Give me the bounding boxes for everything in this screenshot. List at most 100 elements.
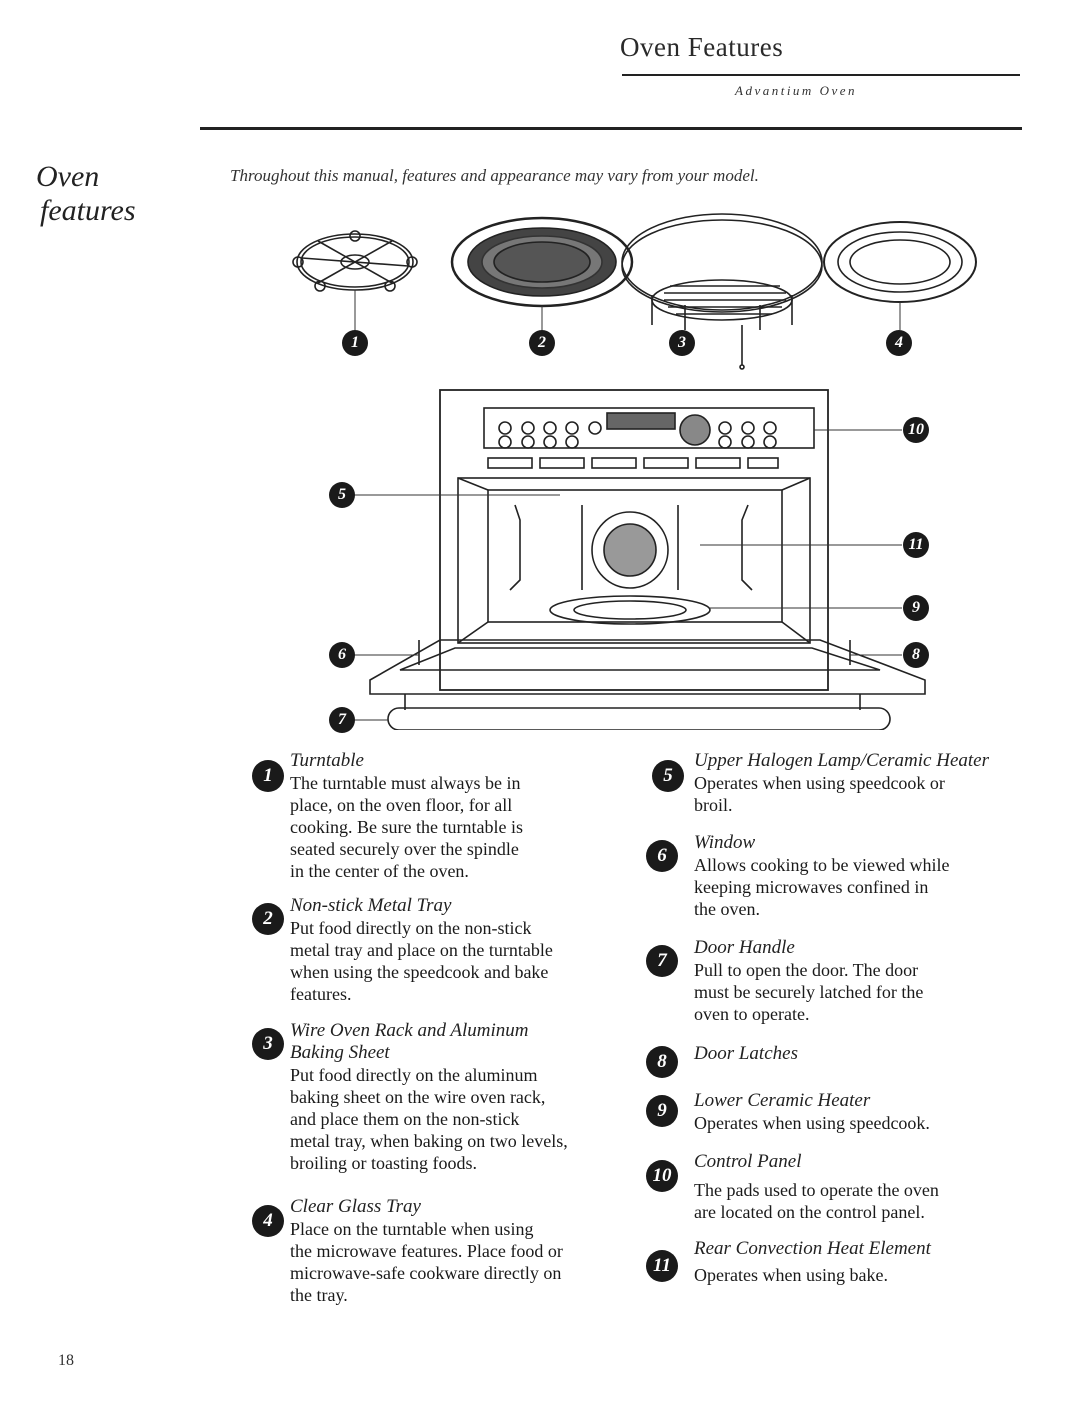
feature-desc: Pull to open the door. The door must be …: [694, 959, 923, 1025]
desc-line: must be securely latched for the: [694, 982, 924, 1002]
feature-name: Wire Oven Rack and Aluminum: [290, 1020, 529, 1041]
turntable-drawing: [292, 230, 418, 292]
metal-tray-drawing: [450, 216, 634, 308]
feature-desc: Operates when using speedcook or broil.: [694, 772, 989, 816]
feature-desc: Operates when using speedcook.: [694, 1112, 930, 1134]
glass-tray-drawing: [823, 221, 977, 303]
feature-badge-5: 5: [652, 760, 684, 792]
feature-name: Rear Convection Heat Element: [694, 1238, 931, 1259]
feature-badge-6: 6: [646, 840, 678, 872]
callout-badge-7: 7: [329, 707, 355, 733]
title-rule: [622, 74, 1020, 76]
feature-name: Clear Glass Tray: [290, 1196, 421, 1217]
desc-line: Operates when using speedcook.: [694, 1113, 930, 1133]
desc-line: the tray.: [290, 1285, 348, 1305]
callout-badge-10: 10: [903, 417, 929, 443]
callout-badge-2: 2: [529, 330, 555, 356]
desc-line: Place on the turntable when using: [290, 1219, 534, 1239]
desc-line: features.: [290, 984, 352, 1004]
page-subtitle: Advantium Oven: [735, 83, 858, 98]
callout-badge-6: 6: [329, 642, 355, 668]
feature-control-panel: Control Panel The pads used to operate t…: [694, 1151, 939, 1223]
wire-rack-drawing: [621, 213, 823, 370]
oven-illustration: [292, 213, 977, 730]
desc-line: Pull to open the door. The door: [694, 960, 919, 980]
desc-line: baking sheet on the wire oven rack,: [290, 1087, 546, 1107]
desc-line: cooking. Be sure the turntable is: [290, 817, 523, 837]
feature-badge-10: 10: [646, 1160, 678, 1192]
desc-line: broiling or toasting foods.: [290, 1153, 477, 1173]
feature-name-line-2: Baking Sheet: [290, 1042, 390, 1063]
callout-badge-8: 8: [903, 642, 929, 668]
callout-badge-4: 4: [886, 330, 912, 356]
feature-desc: The turntable must always be in place, o…: [290, 772, 523, 882]
feature-badge-11: 11: [646, 1250, 678, 1282]
feature-badge-8: 8: [646, 1046, 678, 1078]
callout-badge-5: 5: [329, 482, 355, 508]
feature-desc: Put food directly on the non-stick metal…: [290, 917, 553, 1005]
desc-line: keeping microwaves confined in: [694, 877, 929, 897]
feature-badge-3: 3: [252, 1028, 284, 1060]
feature-desc: Place on the turntable when using the mi…: [290, 1218, 563, 1306]
feature-name: Door Handle: [694, 937, 795, 958]
feature-name: Upper Halogen Lamp/Ceramic Heater: [694, 750, 989, 771]
callout-badge-9: 9: [903, 595, 929, 621]
desc-line: Put food directly on the non-stick: [290, 918, 532, 938]
feature-name: Window: [694, 832, 756, 853]
desc-line: metal tray and place on the turntable: [290, 940, 553, 960]
feature-badge-1: 1: [252, 760, 284, 792]
desc-line: when using the speedcook and bake: [290, 962, 549, 982]
feature-name: Lower Ceramic Heater: [694, 1090, 871, 1111]
desc-line: place, on the oven floor, for all: [290, 795, 513, 815]
desc-line: broil.: [694, 795, 733, 815]
page-number: 18: [58, 1352, 74, 1369]
callout-badge-3: 3: [669, 330, 695, 356]
feature-name: Control Panel: [694, 1151, 802, 1172]
desc-line: Operates when using bake.: [694, 1265, 888, 1285]
desc-line: metal tray, when baking on two levels,: [290, 1131, 568, 1151]
feature-name: Door Latches: [694, 1043, 798, 1064]
feature-wire-rack: Wire Oven Rack and Aluminum Baking Sheet…: [290, 1020, 568, 1174]
desc-line: Put food directly on the aluminum: [290, 1065, 538, 1085]
feature-upper-heater: Upper Halogen Lamp/Ceramic Heater Operat…: [694, 750, 989, 816]
feature-desc: Operates when using bake.: [694, 1264, 931, 1286]
feature-desc: Allows cooking to be viewed while keepin…: [694, 854, 949, 920]
feature-window: Window Allows cooking to be viewed while…: [694, 832, 949, 920]
section-heading-line-1: Oven: [36, 160, 100, 193]
feature-metal-tray: Non-stick Metal Tray Put food directly o…: [290, 895, 553, 1005]
feature-badge-2: 2: [252, 903, 284, 935]
intro-note: Throughout this manual, features and app…: [230, 166, 759, 185]
feature-turntable: Turntable The turntable must always be i…: [290, 750, 523, 882]
desc-line: seated securely over the spindle: [290, 839, 519, 859]
feature-convection-element: Rear Convection Heat Element Operates wh…: [694, 1238, 931, 1286]
feature-desc: The pads used to operate the oven are lo…: [694, 1179, 939, 1223]
section-heading-line-2: features: [40, 194, 136, 227]
feature-door-handle: Door Handle Pull to open the door. The d…: [694, 937, 923, 1025]
desc-line: and place them on the non-stick: [290, 1109, 520, 1129]
desc-line: the microwave features. Place food or: [290, 1241, 563, 1261]
callout-badge-11: 11: [903, 532, 929, 558]
feature-door-latches: Door Latches: [694, 1043, 798, 1065]
feature-glass-tray: Clear Glass Tray Place on the turntable …: [290, 1196, 563, 1306]
desc-line: are located on the control panel.: [694, 1202, 925, 1222]
desc-line: Operates when using speedcook or: [694, 773, 945, 793]
desc-line: The pads used to operate the oven: [694, 1180, 939, 1200]
feature-badge-4: 4: [252, 1205, 284, 1237]
page-title: Oven Features: [620, 32, 784, 62]
header-rule: [200, 127, 1022, 130]
feature-desc: Put food directly on the aluminum baking…: [290, 1064, 568, 1174]
feature-name: Turntable: [290, 750, 364, 771]
feature-badge-9: 9: [646, 1095, 678, 1127]
desc-line: microwave-safe cookware directly on: [290, 1263, 562, 1283]
feature-badge-7: 7: [646, 945, 678, 977]
oven-drawing: [369, 389, 926, 730]
desc-line: oven to operate.: [694, 1004, 810, 1024]
desc-line: Allows cooking to be viewed while: [694, 855, 950, 875]
desc-line: The turntable must always be in: [290, 773, 521, 793]
feature-lower-heater: Lower Ceramic Heater Operates when using…: [694, 1090, 930, 1134]
desc-line: the oven.: [694, 899, 760, 919]
section-heading: Oven features: [36, 160, 136, 228]
desc-line: in the center of the oven.: [290, 861, 469, 881]
feature-name: Non-stick Metal Tray: [290, 895, 452, 916]
callout-badge-1: 1: [342, 330, 368, 356]
